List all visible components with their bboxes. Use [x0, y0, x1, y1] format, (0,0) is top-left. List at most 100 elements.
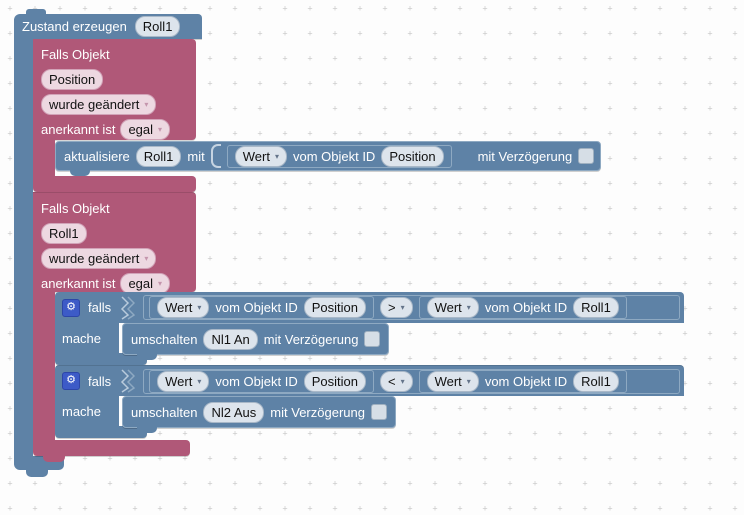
block-umschalten-2[interactable]: umschalten Nl2 Aus mit Verzögerung — [122, 396, 396, 433]
value-object-field[interactable]: Roll1 — [573, 297, 619, 318]
block-umschalten-1[interactable]: umschalten Nl1 An mit Verzögerung — [122, 323, 390, 360]
umschalten-target-field[interactable]: Nl2 Aus — [203, 401, 265, 423]
trigger2-ack-dropdown[interactable]: egal ▾ — [120, 272, 171, 294]
grid-dot: + — [332, 278, 338, 289]
trigger2-object-field[interactable]: Roll1 — [41, 222, 87, 244]
grid-dot: + — [257, 503, 263, 514]
grid-dot: + — [657, 278, 663, 289]
grid-dot: + — [507, 353, 513, 364]
block-comparison[interactable]: Wert ▾ vom Objekt ID Position < ▾ Wert ▾… — [143, 368, 680, 394]
trigger2-change-dropdown[interactable]: wurde geändert ▾ — [41, 247, 157, 269]
grid-dot: + — [507, 428, 513, 439]
grid-dot: + — [432, 53, 438, 64]
grid-dot: + — [507, 253, 513, 264]
state-name-field[interactable]: Roll1 — [134, 16, 181, 37]
grid-dot: + — [482, 78, 488, 89]
grid-dot: + — [382, 353, 388, 364]
delay-checkbox[interactable] — [370, 404, 387, 420]
block-aktualisiere[interactable]: aktualisiere Roll1 mit Wert ▾ vom Objekt… — [55, 141, 601, 176]
block-falls-mache-2[interactable]: ⚙ falls Wert ▾ vom Objekt ID Position < … — [55, 365, 684, 438]
grid-dot: + — [532, 503, 538, 514]
grid-dot: + — [407, 253, 413, 264]
block-falls-objekt-2[interactable]: Falls Objekt Roll1 wurde geändert ▾ aner… — [33, 192, 196, 294]
grid-dot: + — [382, 228, 388, 239]
falls-row: ⚙ falls Wert ▾ vom Objekt ID Position < … — [55, 365, 684, 396]
grid-dot: + — [382, 128, 388, 139]
value-object-field[interactable]: Position — [381, 145, 444, 167]
grid-dot: + — [7, 228, 13, 239]
grid-dot: + — [332, 453, 338, 464]
block-wert-vom-objekt-left[interactable]: Wert ▾ vom Objekt ID Position — [149, 369, 374, 393]
gear-icon[interactable]: ⚙ — [62, 372, 80, 390]
grid-dot: + — [207, 453, 213, 464]
grid-dot: + — [657, 203, 663, 214]
aktualisiere-target-field[interactable]: Roll1 — [135, 145, 182, 167]
block-wert-vom-objekt-right[interactable]: Wert ▾ vom Objekt ID Roll1 — [418, 369, 627, 393]
value-input-socket — [210, 144, 221, 168]
value-kind-dropdown[interactable]: Wert ▾ — [426, 370, 479, 392]
grid-dot: + — [432, 3, 438, 14]
block-wert-vom-objekt-left[interactable]: Wert ▾ vom Objekt ID Position — [149, 296, 374, 319]
block-comparison[interactable]: Wert ▾ vom Objekt ID Position > ▾ Wert ▾… — [143, 295, 680, 320]
falls-block-bottom — [55, 353, 147, 365]
grid-dot: + — [682, 3, 688, 14]
value-kind-dropdown[interactable]: Wert ▾ — [157, 297, 210, 318]
value-kind-dropdown[interactable]: Wert ▾ — [157, 370, 210, 392]
grid-dot: + — [307, 28, 313, 39]
grid-dot: + — [232, 28, 238, 39]
vom-objekt-id-label: vom Objekt ID — [215, 300, 298, 315]
trigger1-object-field[interactable]: Position — [41, 68, 104, 90]
grid-dot: + — [707, 428, 713, 439]
delay-checkbox[interactable] — [578, 148, 595, 164]
grid-dot: + — [257, 128, 263, 139]
block-wert-vom-objekt-1[interactable]: Wert ▾ vom Objekt ID Position — [226, 144, 452, 168]
grid-dot: + — [632, 53, 638, 64]
grid-dot: + — [282, 3, 288, 14]
value-object-field[interactable]: Position — [303, 297, 366, 318]
block-falls-objekt-1[interactable]: Falls Objekt Position wurde geändert ▾ a… — [33, 39, 196, 140]
block-wert-vom-objekt-right[interactable]: Wert ▾ vom Objekt ID Roll1 — [418, 296, 627, 319]
value-kind-dropdown[interactable]: Wert ▾ — [234, 145, 287, 167]
grid-dot: + — [407, 3, 413, 14]
grid-dot: + — [632, 3, 638, 14]
grid-dot: + — [682, 103, 688, 114]
grid-dot: + — [107, 453, 113, 464]
umschalten-target-field[interactable]: Nl1 An — [203, 328, 258, 350]
grid-dot: + — [707, 278, 713, 289]
grid-dot: + — [532, 228, 538, 239]
grid-dot: + — [232, 253, 238, 264]
value-object-field[interactable]: Roll1 — [573, 370, 619, 392]
grid-dot: + — [407, 453, 413, 464]
grid-dot: + — [707, 153, 713, 164]
trigger1-ack-dropdown[interactable]: egal ▾ — [120, 118, 171, 140]
grid-dot: + — [657, 478, 663, 489]
grid-dot: + — [732, 478, 738, 489]
zustand-erzeugen-label: Zustand erzeugen — [22, 19, 127, 34]
grid-dot: + — [657, 453, 663, 464]
grid-dot: + — [432, 428, 438, 439]
grid-dot: + — [207, 428, 213, 439]
grid-dot: + — [632, 503, 638, 514]
grid-dot: + — [457, 478, 463, 489]
operator-dropdown[interactable]: < ▾ — [379, 370, 413, 392]
grid-dot: + — [232, 128, 238, 139]
block-zustand-erzeugen[interactable]: Zustand erzeugen Roll1 — [14, 9, 202, 39]
grid-dot: + — [357, 453, 363, 464]
grid-dot: + — [682, 428, 688, 439]
vom-objekt-id-label: vom Objekt ID — [292, 148, 376, 164]
grid-dot: + — [507, 3, 513, 14]
value-object-field[interactable]: Position — [303, 370, 366, 392]
grid-dot: + — [657, 428, 663, 439]
gear-icon[interactable]: ⚙ — [62, 298, 80, 317]
grid-dot: + — [457, 328, 463, 339]
grid-dot: + — [407, 353, 413, 364]
grid-dot: + — [7, 478, 13, 489]
delay-checkbox[interactable] — [364, 331, 381, 347]
grid-dot: + — [7, 253, 13, 264]
grid-dot: + — [332, 253, 338, 264]
block-falls-mache-1[interactable]: ⚙ falls Wert ▾ vom Objekt ID Position > … — [55, 292, 684, 365]
operator-dropdown[interactable]: > ▾ — [379, 297, 413, 318]
trigger1-change-dropdown[interactable]: wurde geändert ▾ — [41, 93, 157, 115]
value-kind-dropdown[interactable]: Wert ▾ — [426, 297, 479, 318]
